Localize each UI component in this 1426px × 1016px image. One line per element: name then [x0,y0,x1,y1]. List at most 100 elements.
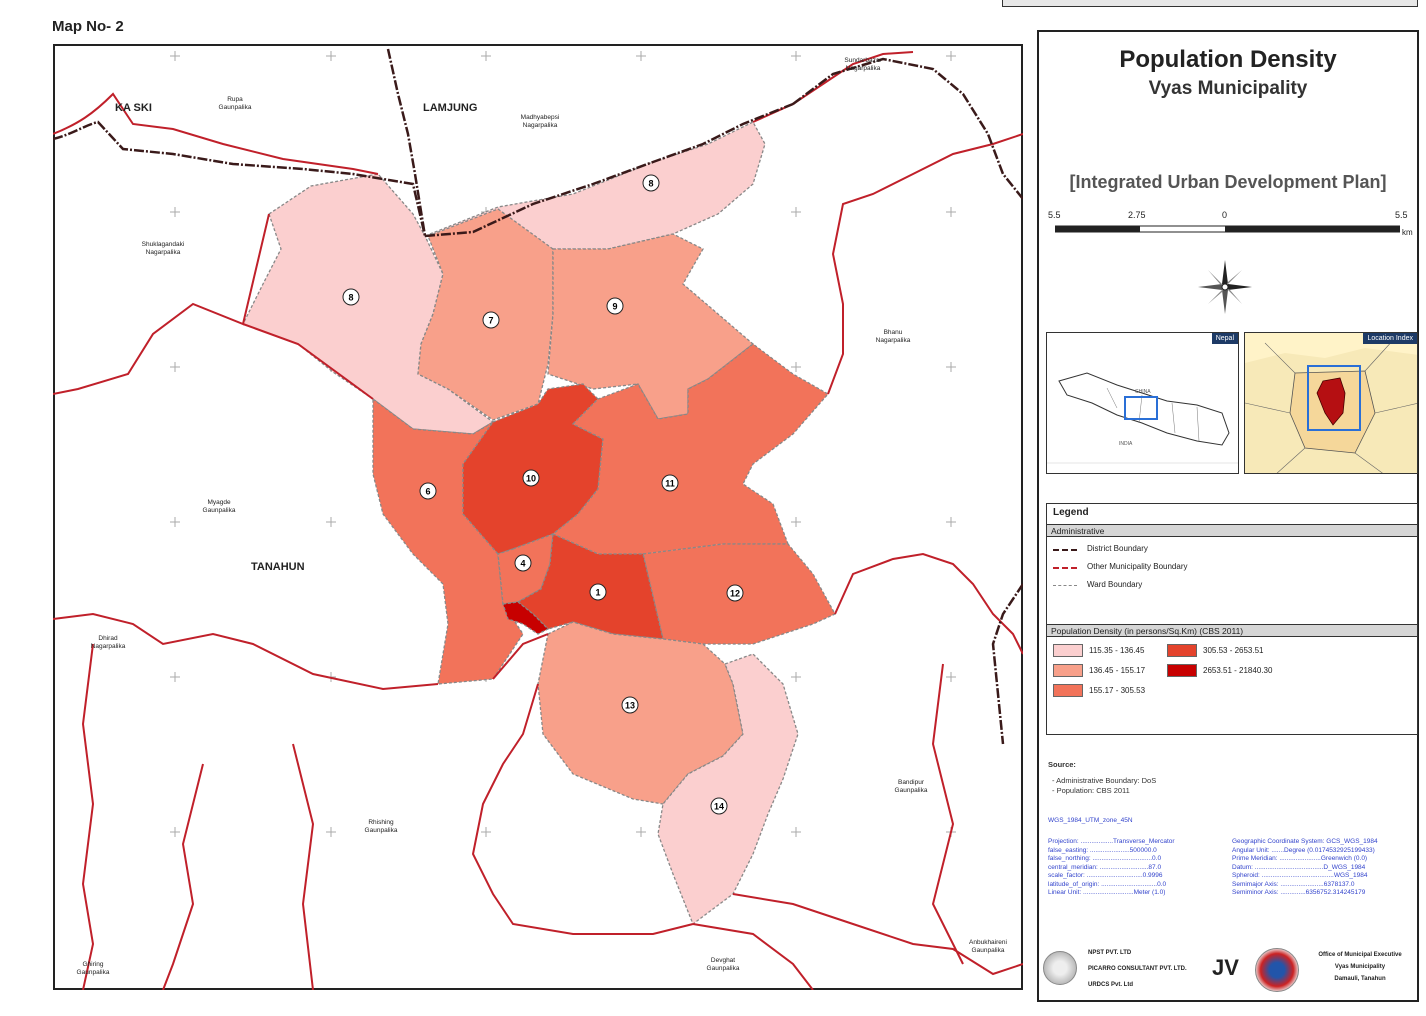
density-swatch [1053,644,1083,657]
ward-label-circle [606,297,624,315]
office-line-3: Damauli, Tanahun [1334,976,1386,982]
label-rhishing-1: Rhishing [368,819,394,826]
ward-label-circle [726,584,744,602]
projection-left-line: Linear Unit: ...........................… [1048,889,1166,896]
ward-label-number: 1 [595,588,600,598]
ward-boundary-swatch [1053,585,1077,586]
projection-right-line: Semiminor Axis: ..............6356752.31… [1232,889,1366,896]
label-madhya-1: Madhyabepsi [521,114,560,121]
credit-line-1: NPST PVT. LTD [1088,950,1132,956]
map-title: Population Density [1119,46,1337,73]
projection-right-line: Spheroid: ..............................… [1232,872,1368,879]
ward-11-area[interactable] [551,343,830,555]
label-shukla-2: Nagarpalika [146,249,181,256]
office-line-2: Vyas Municipality [1334,964,1386,970]
location-index-map [1245,337,1417,473]
projection-params-left: Projection: ..................Transverse… [1048,838,1228,898]
density-range-label: 155.17 - 305.53 [1089,686,1146,695]
projection-params-right: Geographic Coordinate System: GCS_WGS_19… [1232,838,1416,898]
ward-label-number: 8 [648,179,653,189]
projection-left-line: Projection: ..................Transverse… [1048,838,1175,845]
ward-8-north-area[interactable] [429,121,766,250]
density-range-label: 2653.51 - 21840.30 [1203,666,1273,675]
ward-label-circle [621,696,639,714]
label-madhya-2: Nagarpalika [523,122,558,129]
office-line-1: Office of Municipal Executive [1318,952,1402,958]
credit-line-2: PICARRO CONSULTANT PVT. LTD. [1088,966,1187,972]
ward-label-number: 6 [425,487,430,497]
projection-right-line: Prime Meridian: .......................G… [1232,855,1368,862]
projection-left-line: false_easting: ......................500… [1048,846,1157,854]
label-dhirad-2: Nagarpalika [91,643,126,650]
label-ghiring-1: Ghiring [83,961,104,968]
nepal-inset-header: Nepal [1211,333,1238,344]
ward-label-circle [589,583,607,601]
projection-right-line: Datum: .................................… [1232,863,1366,871]
label-bandi-2: Gaunpalika [895,787,928,794]
density-swatch [1053,664,1083,677]
density-swatch [1167,664,1197,677]
ward-label-number: 11 [665,479,675,489]
projection-right-line: Geographic Coordinate System: GCS_WGS_19… [1232,838,1378,845]
label-tanahun: TANAHUN [251,561,305,573]
ward-2-core-area[interactable] [502,601,550,635]
ward-label-circle [710,797,728,815]
legend-municipality-label: Other Municipality Boundary [1087,562,1188,571]
ward-label-circle [522,469,540,487]
ward-label-circle [661,474,679,492]
legend-title: Legend [1053,507,1089,518]
ward-label-number: 12 [730,589,740,599]
source-line-2: - Population: CBS 2011 [1052,786,1130,795]
municipality-boundaries [53,51,1023,990]
plan-name: [Integrated Urban Development Plan] [1069,172,1387,192]
ward-label-number: 8 [348,293,353,303]
map-number: Map No- 2 [52,18,124,35]
label-kaski: KA SKI [115,102,152,114]
ward-label-number: 14 [714,802,724,812]
legend-ward-label: Ward Boundary [1087,580,1143,589]
nepal-outline: CHINA INDIA [1047,372,1238,464]
ward-6-area[interactable] [372,397,524,685]
legend-panel: Legend Administrative District Boundary … [1046,503,1418,735]
label-dhirad-1: Dhirad [98,635,118,642]
ward-polygons [242,121,836,926]
government-emblem-icon [1255,948,1299,992]
nepal-inset-map: Nepal CHINA INDIA [1046,332,1239,474]
inset-india-label: INDIA [1119,441,1133,447]
scale-label-3: 5.5 [1395,210,1408,220]
map-subtitle: Vyas Municipality [1148,78,1308,99]
district-boundaries [53,48,1023,745]
label-bhanu-2: Nagarpalika [876,337,911,344]
ward-label-number: 4 [520,559,525,569]
ward-label-circle [514,554,532,572]
density-swatch [1053,684,1083,697]
label-rupa-2: Gaunpalika [219,104,252,111]
label-bandi-1: Bandipur [898,779,925,786]
ward-label-number: 13 [625,701,635,711]
ward-label-number: 9 [612,302,617,312]
label-bhanu-1: Bhanu [884,329,903,336]
label-anbu-2: Gaunpalika [972,947,1005,954]
place-labels: KA SKI Rupa Gaunpalika LAMJUNG Madhyabep… [77,57,1007,976]
ward-label-number: 10 [526,474,536,484]
label-ghiring-2: Gaunpalika [77,969,110,976]
source-heading: Source: [1048,760,1076,769]
density-range-label: 305.53 - 2653.51 [1203,646,1264,655]
ward-label-circle [419,482,437,500]
map-info-panel [1037,30,1419,1002]
label-myagde-1: Myagde [207,499,231,506]
density-range-label: 136.45 - 155.17 [1089,666,1146,675]
label-devghat-2: Gaunpalika [707,965,740,972]
ward-1-area[interactable] [516,533,664,640]
projection-left-line: latitude_of_origin: ....................… [1048,880,1167,888]
density-swatch [1167,644,1197,657]
label-lamjung: LAMJUNG [423,102,477,114]
legend-density-header: Population Density (in persons/Sq.Km) (C… [1047,624,1417,637]
top-frame-box [1002,0,1418,7]
municipality-boundary-swatch [1053,567,1077,569]
location-index-header: Location Index [1363,333,1417,344]
label-sundar-2: Nagarpalika [846,65,881,72]
scale-label-2: 0 [1222,210,1228,220]
label-devghat-1: Devghat [711,957,735,964]
